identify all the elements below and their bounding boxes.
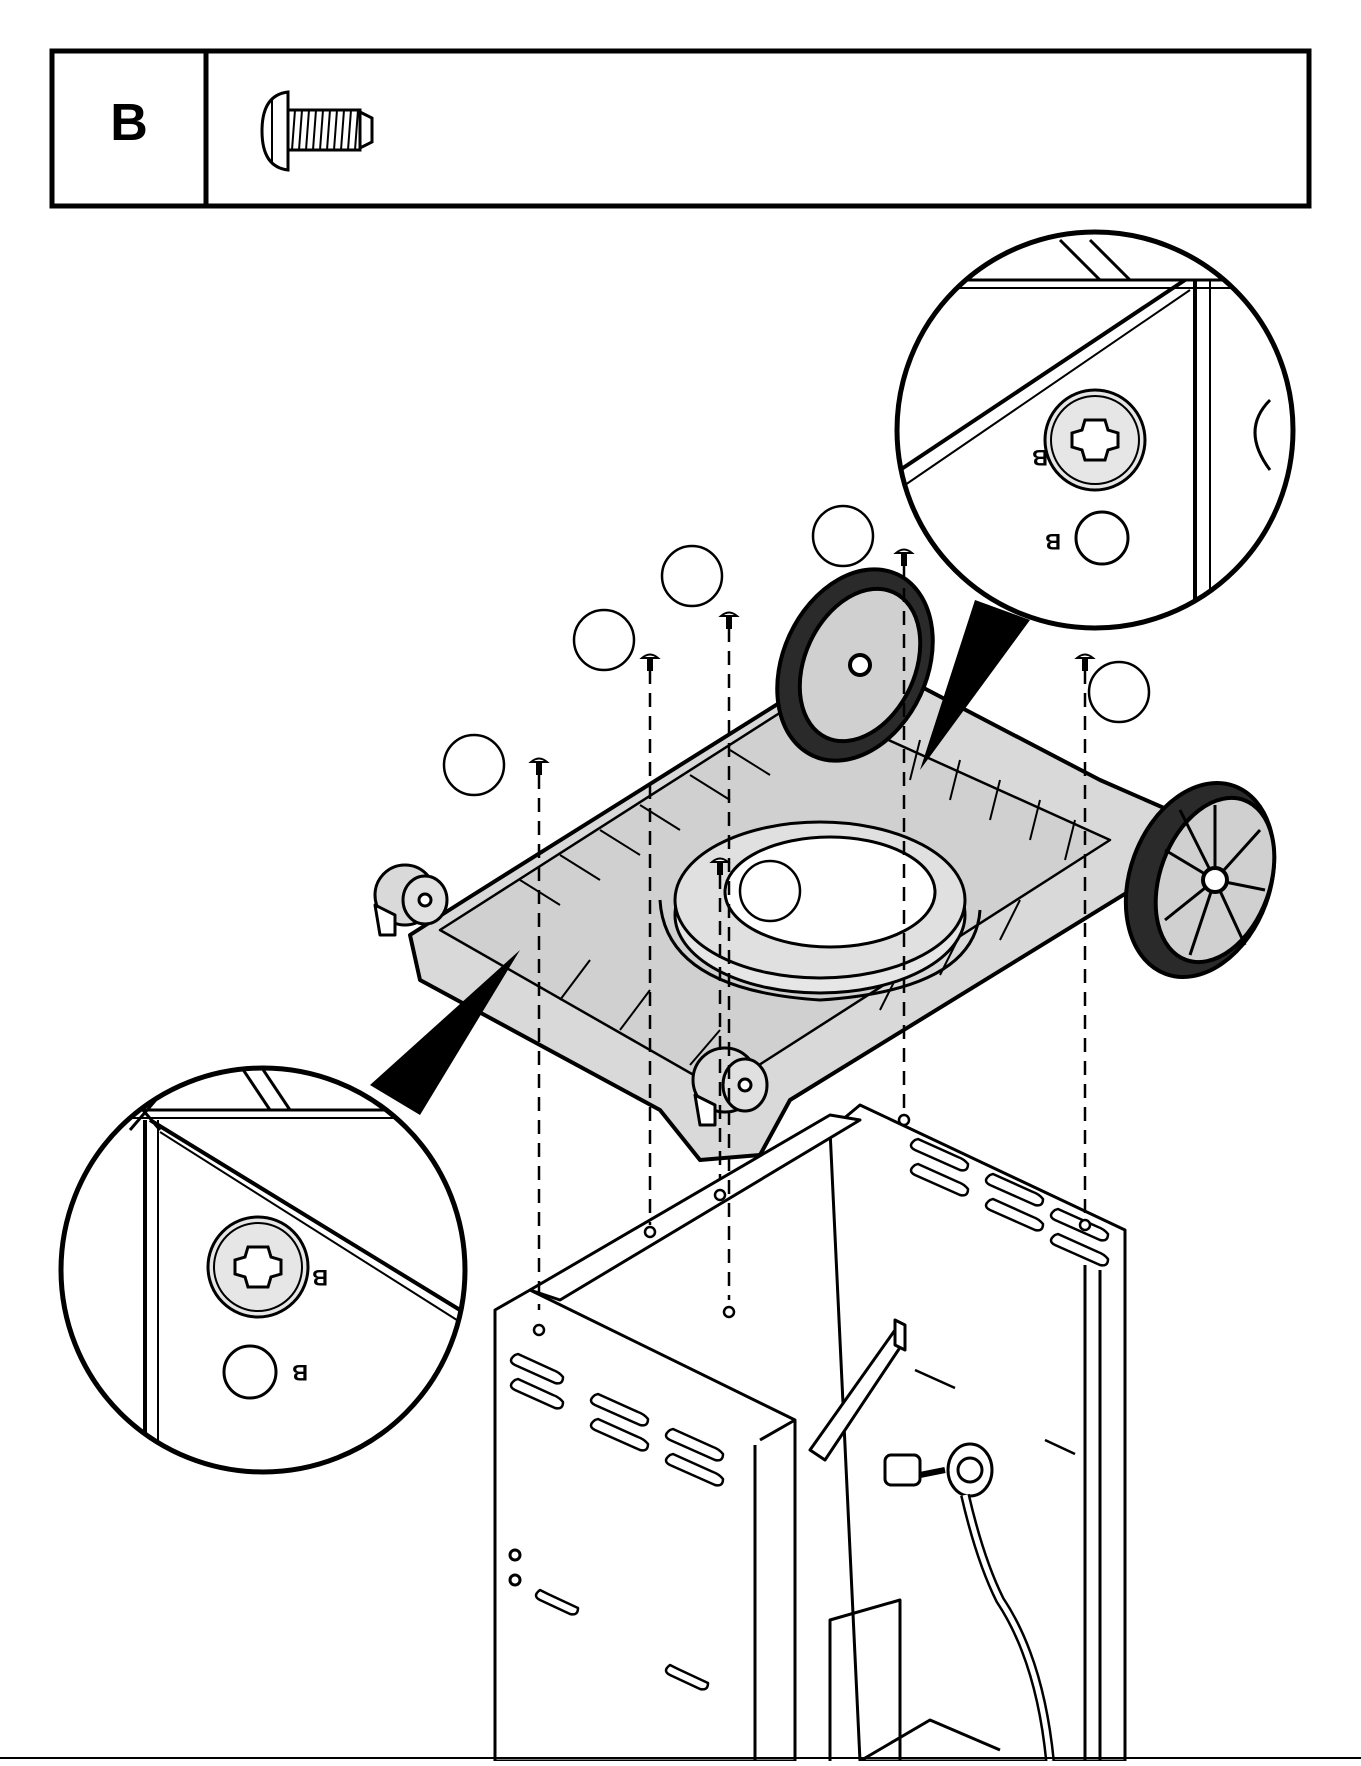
callout-circle xyxy=(1089,662,1149,722)
screw-icon xyxy=(721,613,737,629)
detail-top-label-upper: B xyxy=(1032,445,1048,470)
hardware-label: B xyxy=(110,94,148,152)
cart-back-panel xyxy=(830,1105,1125,1761)
callout-circle xyxy=(662,546,722,606)
callout-circle xyxy=(574,610,634,670)
detail-zoom-bottom: B B xyxy=(60,950,520,1480)
screw-icon xyxy=(531,759,547,775)
callout-circle xyxy=(813,506,873,566)
screw-icon xyxy=(642,655,658,671)
hardware-box-frame xyxy=(52,51,1309,206)
callout-circle xyxy=(444,735,504,795)
detail-zoom-top: B B xyxy=(880,232,1293,770)
bottom-shelf xyxy=(375,544,1300,1160)
detail-bottom-label-upper: B xyxy=(312,1265,328,1290)
screw-icon xyxy=(1077,655,1093,671)
callout-circle xyxy=(740,861,800,921)
cart-front-panel xyxy=(495,1290,795,1761)
cart-frame xyxy=(495,1105,1125,1761)
screw-icon xyxy=(896,550,912,566)
detail-top-label-lower: B xyxy=(1045,529,1061,554)
detail-bottom-label-lower: B xyxy=(292,1360,308,1385)
hardware-box: B xyxy=(52,51,1309,206)
